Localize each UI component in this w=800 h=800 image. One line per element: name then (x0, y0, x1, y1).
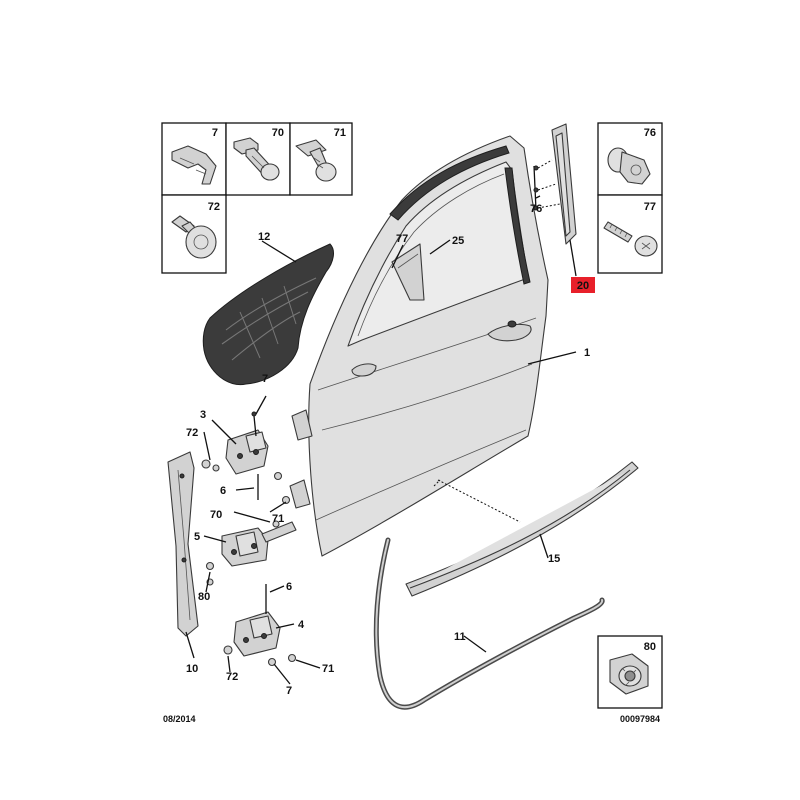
callout-6-bottom: 6 (286, 581, 292, 593)
highlight-callout-20[interactable]: 20 (571, 277, 595, 293)
callout-labels: 1 25 77 76 12 7 3 72 6 70 71 5 80 6 4 10… (186, 203, 590, 697)
part-box-80[interactable]: 80 (597, 635, 663, 709)
pillar-bracket[interactable] (167, 451, 199, 637)
part-box-72-label: 72 (208, 201, 220, 213)
part-box-70-label: 70 (272, 127, 284, 139)
callout-76: 76 (530, 203, 542, 215)
bolt-71-icon (295, 139, 337, 182)
callout-72-top: 72 (186, 427, 198, 439)
inner-panel[interactable] (202, 243, 334, 386)
bolt-70-icon (233, 137, 280, 181)
callout-5: 5 (194, 531, 200, 543)
callout-7-top: 7 (262, 373, 268, 385)
part-box-77-label: 77 (644, 201, 656, 213)
callout-7-bottom: 7 (286, 685, 292, 697)
hinge-fasteners (201, 459, 297, 667)
callout-1: 1 (584, 347, 590, 359)
part-box-72[interactable]: 72 (161, 194, 227, 274)
part-box-77[interactable]: 77 (597, 194, 663, 274)
door-shell[interactable] (289, 135, 549, 557)
push-clip-icon (607, 147, 651, 185)
side-moulding[interactable] (405, 461, 639, 597)
callout-12: 12 (258, 231, 270, 243)
callout-77: 77 (396, 233, 408, 245)
callout-11: 11 (454, 631, 466, 643)
callout-6-top: 6 (220, 485, 226, 497)
clip-icon (171, 145, 217, 185)
part-box-71-label: 71 (334, 127, 346, 139)
callout-80: 80 (198, 591, 210, 603)
callout-10: 10 (186, 663, 198, 675)
part-box-70[interactable]: 70 (225, 122, 291, 196)
door-seal[interactable] (373, 537, 605, 710)
leader-lines (185, 195, 577, 685)
corner-trim[interactable] (391, 243, 425, 301)
callout-70: 70 (210, 509, 222, 521)
callout-71-bottom: 71 (322, 663, 334, 675)
lower-hinge[interactable] (233, 611, 281, 657)
nut-80-icon (609, 653, 649, 695)
callout-15: 15 (548, 553, 560, 565)
callout-20: 20 (577, 280, 589, 292)
screw-77-icon (603, 221, 658, 257)
part-box-80-label: 80 (644, 641, 656, 653)
pillar-trim[interactable] (533, 123, 577, 245)
bolt-72-icon (171, 215, 217, 259)
footer-date: 08/2014 (163, 714, 196, 724)
part-box-76[interactable]: 76 (597, 122, 663, 196)
part-box-7[interactable]: 7 (161, 122, 227, 196)
callout-25: 25 (452, 235, 464, 247)
callout-3: 3 (200, 409, 206, 421)
part-box-7-label: 7 (212, 127, 218, 139)
callout-72-bottom: 72 (226, 671, 238, 683)
upper-hinge[interactable] (225, 411, 269, 475)
footer-reference: 00097984 (620, 714, 660, 724)
check-strap[interactable] (221, 521, 297, 567)
callout-4: 4 (298, 619, 305, 631)
part-box-76-label: 76 (644, 127, 656, 139)
callout-71-mid: 71 (272, 513, 284, 525)
part-box-71[interactable]: 71 (289, 122, 353, 196)
